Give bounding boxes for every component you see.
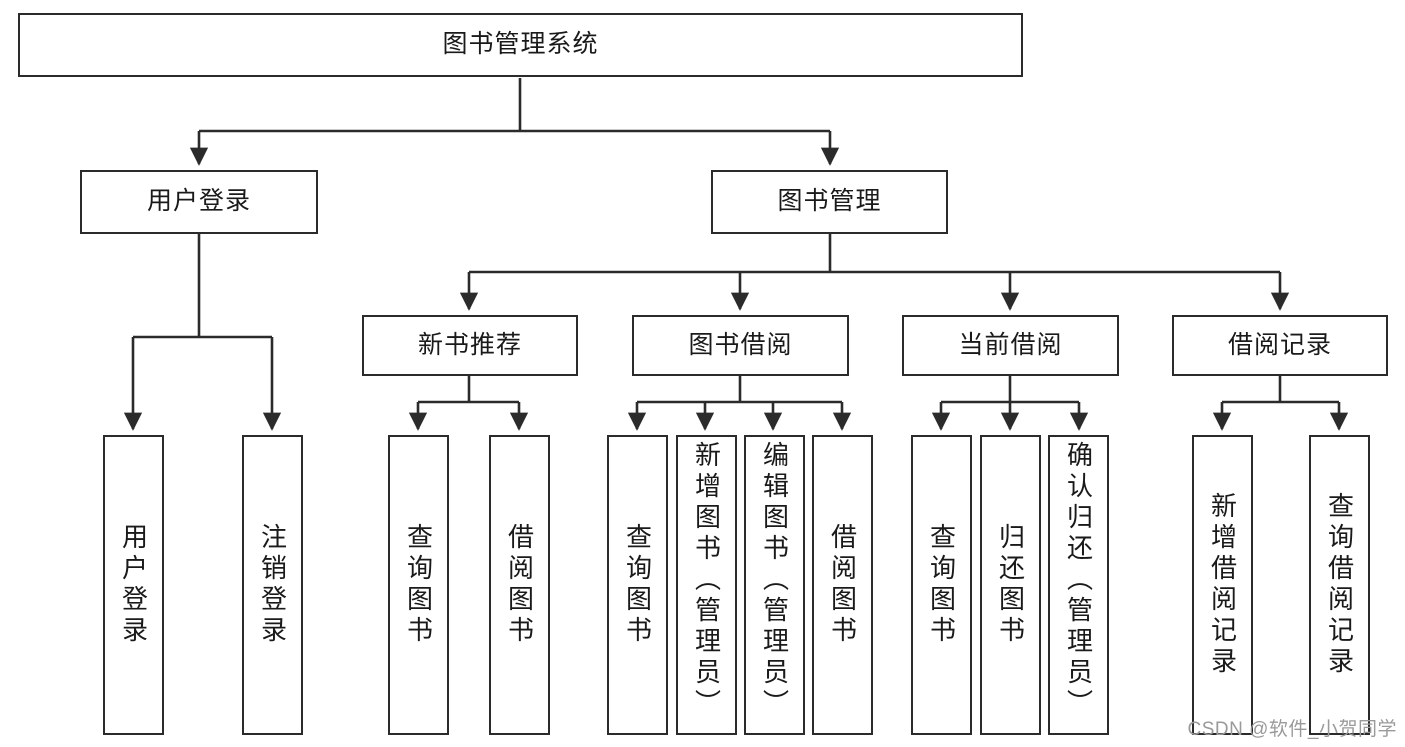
node-book-management[interactable]: 图书管理 (711, 170, 948, 234)
node-label: 用户登录 (146, 187, 251, 216)
node-label: 查询借阅记录 (1324, 492, 1355, 678)
node-root-system[interactable]: 图书管理系统 (18, 13, 1023, 77)
node-label: 编辑图书（管理员） (759, 441, 790, 720)
node-label: 图书管理系统 (442, 30, 599, 59)
leaf-edit-book-admin[interactable]: 编辑图书（管理员） (744, 435, 805, 735)
node-label: 确认归还（管理员） (1063, 441, 1094, 720)
node-label: 查询图书 (622, 523, 653, 647)
leaf-logout[interactable]: 注销登录 (242, 435, 303, 735)
node-label: 借阅记录 (1227, 330, 1332, 359)
node-user-login[interactable]: 用户登录 (80, 170, 318, 234)
node-label: 新增借阅记录 (1207, 492, 1238, 678)
node-label: 图书管理 (777, 187, 882, 216)
node-borrow-records[interactable]: 借阅记录 (1172, 315, 1388, 376)
node-new-book-recommend[interactable]: 新书推荐 (362, 315, 578, 376)
leaf-add-borrow-record[interactable]: 新增借阅记录 (1192, 435, 1253, 735)
node-label: 注销登录 (257, 523, 288, 647)
node-label: 用户登录 (118, 523, 149, 647)
node-label: 新书推荐 (417, 330, 522, 359)
node-label: 借阅图书 (827, 523, 858, 647)
node-label: 图书借阅 (688, 330, 793, 359)
node-label: 查询图书 (926, 523, 957, 647)
leaf-user-login[interactable]: 用户登录 (103, 435, 164, 735)
csdn-watermark: CSDN @软件_小贺同学 (1187, 719, 1397, 740)
node-label: 查询图书 (403, 523, 434, 647)
leaf-confirm-return-admin[interactable]: 确认归还（管理员） (1048, 435, 1109, 735)
leaf-query-borrow-record[interactable]: 查询借阅记录 (1309, 435, 1370, 735)
node-label: 借阅图书 (504, 523, 535, 647)
leaf-borrow-book[interactable]: 借阅图书 (812, 435, 873, 735)
node-label: 归还图书 (995, 523, 1026, 647)
leaf-query-book-borrow[interactable]: 查询图书 (607, 435, 668, 735)
node-label: 当前借阅 (958, 330, 1063, 359)
leaf-query-book-newbook[interactable]: 查询图书 (388, 435, 449, 735)
node-label: 新增图书（管理员） (691, 441, 722, 720)
node-current-borrow[interactable]: 当前借阅 (902, 315, 1119, 376)
leaf-return-book[interactable]: 归还图书 (980, 435, 1041, 735)
leaf-query-book-current[interactable]: 查询图书 (911, 435, 972, 735)
leaf-borrow-book-newbook[interactable]: 借阅图书 (489, 435, 550, 735)
node-book-borrow[interactable]: 图书借阅 (632, 315, 849, 376)
leaf-add-book-admin[interactable]: 新增图书（管理员） (676, 435, 737, 735)
